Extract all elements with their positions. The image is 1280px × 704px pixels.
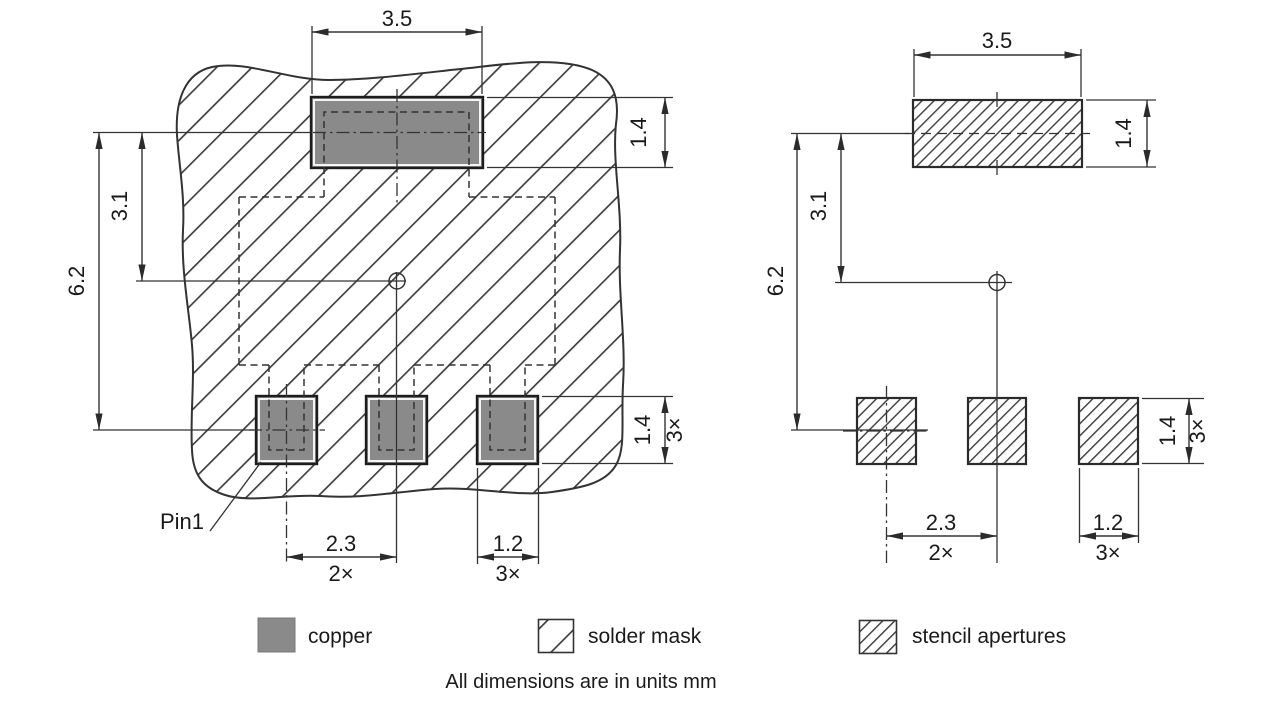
units-note: All dimensions are in units mm: [445, 671, 716, 693]
dim-aperture-width: 1.2 3×: [1078, 468, 1140, 565]
stencil-view: 3.5 1.4 6.2 3.1 2.3 2×: [763, 28, 1210, 565]
dim-label: 1.4: [1111, 118, 1136, 149]
dim-label: 2.3: [326, 531, 357, 556]
dim-pad-height: 1.4 3×: [542, 395, 687, 465]
dim-count-label: 3×: [662, 417, 687, 442]
bottom-apertures: [843, 386, 1140, 563]
legend-item-solder-mask: solder mask: [537, 618, 702, 654]
dim-label: 6.2: [763, 266, 788, 297]
dim-row-spacing: 6.2: [763, 132, 928, 431]
dim-label: 6.2: [64, 266, 89, 297]
solder-mask-swatch: [537, 618, 575, 654]
pin1-label: Pin1: [160, 509, 204, 534]
stencil-swatch: [858, 619, 898, 655]
dim-label: 1.2: [1093, 510, 1124, 535]
stencil-aperture-3: [1077, 396, 1140, 466]
dim-label: 3.5: [982, 28, 1013, 53]
dim-aperture-height: 1.4 3×: [1142, 397, 1210, 465]
terminal-outlines: [268, 111, 526, 451]
dim-aperture-pitch: 2.3 2×: [886, 510, 997, 565]
dim-row-spacing: 6.2: [64, 131, 311, 431]
dim-label: 1.4: [626, 117, 651, 148]
legend: copper solder mask stencil apertures All…: [257, 617, 1066, 693]
dim-top-aperture-width: 3.5: [913, 28, 1082, 97]
dim-label: 3.5: [382, 6, 413, 31]
dim-center-offset: 3.1: [806, 133, 1012, 284]
dim-label: 3.1: [806, 191, 831, 222]
dim-count-label: 3×: [1185, 418, 1210, 443]
dim-label: 3.1: [107, 191, 132, 222]
dim-count-label: 2×: [928, 540, 953, 565]
dim-pad-pitch: 2.3 2×: [286, 531, 397, 586]
footprint-view: 3.5 1.4 6.2 3.1 2.3 2×: [64, 6, 687, 586]
dim-top-pad-height: 1.4: [487, 96, 673, 169]
dim-label: 1.4: [1155, 416, 1180, 447]
dim-count-label: 3×: [495, 561, 520, 586]
dim-label: 1.2: [493, 531, 524, 556]
dim-top-aperture-height: 1.4: [1086, 99, 1156, 168]
legend-item-stencil: stencil apertures: [858, 619, 1066, 655]
legend-label: copper: [308, 625, 372, 648]
dim-label: 2.3: [926, 510, 957, 535]
dim-top-pad-width: 3.5: [311, 6, 483, 94]
pin1-callout: Pin1: [160, 461, 262, 534]
legend-label: solder mask: [588, 625, 702, 648]
copper-swatch: [257, 617, 296, 653]
dim-center-offset: 3.1: [107, 132, 406, 282]
dim-label: 1.4: [630, 415, 655, 446]
dim-count-label: 2×: [328, 561, 353, 586]
dim-pad-width: 1.2 3×: [476, 468, 540, 586]
copper-pad-3: [475, 394, 540, 466]
aperture-centerlines: [905, 92, 1090, 175]
legend-label: stencil apertures: [912, 625, 1066, 648]
legend-item-copper: copper: [257, 617, 372, 653]
dim-count-label: 3×: [1095, 540, 1120, 565]
solder-mask-board-outline: [175, 61, 625, 500]
centerlines: [249, 89, 486, 563]
pin1-leader-line: [209, 461, 262, 532]
